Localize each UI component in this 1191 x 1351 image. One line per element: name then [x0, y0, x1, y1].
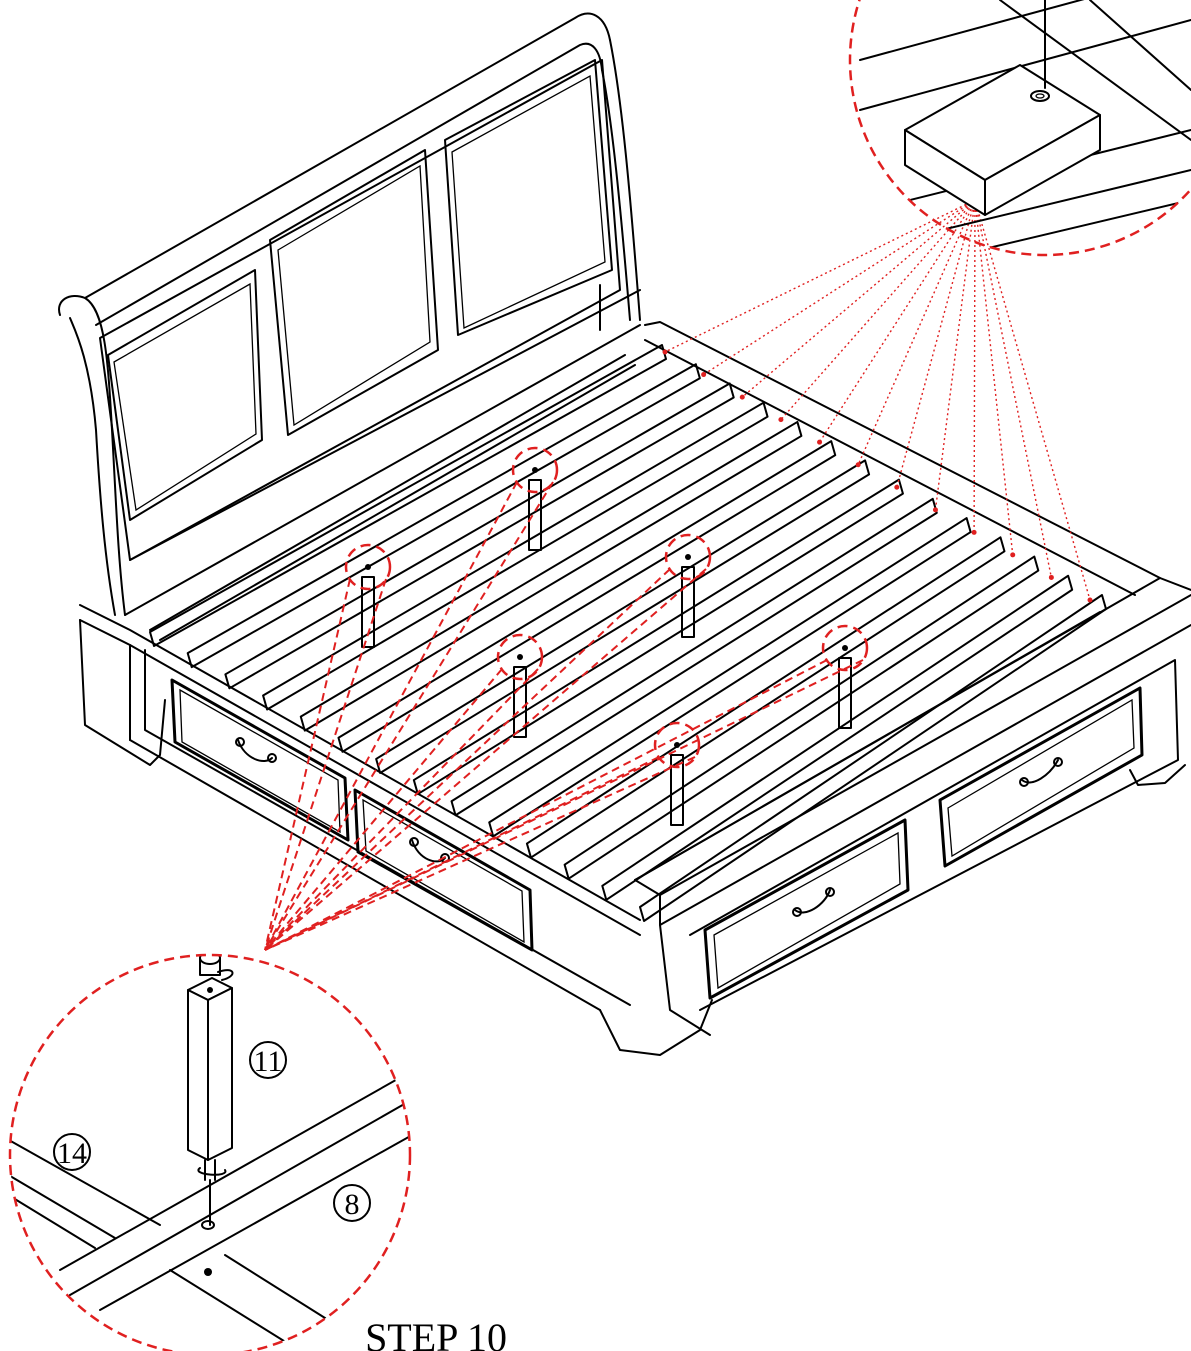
slat-callout-line	[741, 199, 976, 398]
slat-screw-point	[971, 529, 977, 535]
leg-callout-circle	[821, 624, 869, 672]
slat	[186, 363, 701, 669]
leg-callout-lines	[264, 481, 864, 951]
slat	[412, 478, 904, 796]
bed-slats	[149, 344, 1107, 922]
part-label-14: 14	[57, 1137, 87, 1170]
leg-screw-hole	[517, 654, 523, 660]
part-label-11: 11	[254, 1045, 283, 1078]
slat	[149, 344, 667, 647]
support-legs	[344, 446, 869, 826]
center-rail	[149, 354, 1101, 881]
slat	[375, 459, 871, 774]
slat-screw-detail	[848, 0, 1191, 257]
leg-screw-hole	[842, 645, 848, 651]
slat	[262, 401, 769, 711]
slat-screw-point	[894, 484, 900, 490]
slat-callout-line	[974, 199, 1014, 555]
slat	[563, 555, 1040, 880]
leg-callout-line	[264, 668, 539, 951]
slat	[450, 497, 938, 817]
support-leg	[528, 479, 542, 551]
slat-screw-point	[932, 507, 938, 513]
slat	[224, 382, 735, 690]
part-label-8: 8	[345, 1188, 360, 1221]
slat-callout-line	[974, 199, 1053, 578]
top-detail-callout-circle	[848, 0, 1191, 257]
part-11-bubble	[249, 1041, 287, 1079]
part-14-bubble	[53, 1133, 91, 1171]
leg-callout-circle	[653, 721, 701, 769]
leg-callout-line	[264, 756, 696, 951]
leg-callout-line	[264, 568, 707, 951]
leg-callout-circle	[344, 543, 392, 591]
right-side-rail	[644, 321, 1161, 596]
leg-install-detail: 11 14 8	[8, 953, 412, 1351]
leg-callout-line	[264, 668, 503, 951]
slat	[601, 574, 1074, 901]
support-leg	[838, 657, 852, 729]
leg-callout-line	[264, 568, 671, 951]
leg-callout-line	[264, 756, 660, 951]
leg-screw-hole	[365, 564, 371, 570]
slat	[299, 420, 803, 732]
slat-screw-point	[817, 439, 823, 445]
leg-callout-line	[264, 481, 518, 951]
leg-callout-line	[264, 481, 554, 951]
slat-screw-point	[662, 349, 668, 355]
slat	[337, 440, 837, 753]
slat	[639, 594, 1107, 922]
slat-callout-line	[703, 199, 976, 376]
leg-callout-line	[264, 659, 828, 951]
footboard	[634, 577, 1191, 1036]
headboard	[58, 12, 641, 616]
part-8-bubble	[333, 1184, 371, 1222]
leg-screw-hole	[674, 742, 680, 748]
leg-screw-hole	[532, 467, 538, 473]
slat-callout-line	[934, 199, 976, 510]
leg-callout-line	[264, 578, 387, 951]
slat-callout-line	[818, 199, 976, 443]
leg-callout-circle	[496, 633, 544, 681]
bottom-detail-callout-circle	[8, 953, 412, 1351]
slat-screw-point	[1048, 574, 1054, 580]
slat-screw-point	[778, 417, 784, 423]
step-title: STEP 10	[365, 1315, 507, 1351]
slat-callout-line	[780, 199, 976, 421]
support-leg	[670, 754, 684, 826]
leg-screw-hole	[685, 554, 691, 560]
slat-screw-point	[855, 462, 861, 468]
slat-screw-point	[1087, 597, 1093, 603]
slat-screw-callout-lines	[662, 199, 1093, 603]
slat-screw-point	[701, 372, 707, 378]
left-side-rail	[79, 604, 713, 1056]
slat-callout-line	[857, 199, 976, 466]
slat-callout-line	[974, 199, 1091, 601]
leg-callout-circle	[664, 533, 712, 581]
slat	[525, 536, 1006, 859]
support-leg	[681, 566, 695, 638]
slat	[488, 517, 972, 838]
slat-callout-line	[896, 199, 976, 488]
slat-callout-line	[664, 199, 976, 353]
support-leg	[361, 576, 375, 648]
slat-screw-point	[1010, 552, 1016, 558]
slat-callout-line	[973, 199, 976, 533]
support-leg	[513, 666, 527, 738]
leg-callout-line	[264, 578, 351, 951]
leg-callout-circle	[511, 446, 559, 494]
slat-screw-point	[739, 394, 745, 400]
